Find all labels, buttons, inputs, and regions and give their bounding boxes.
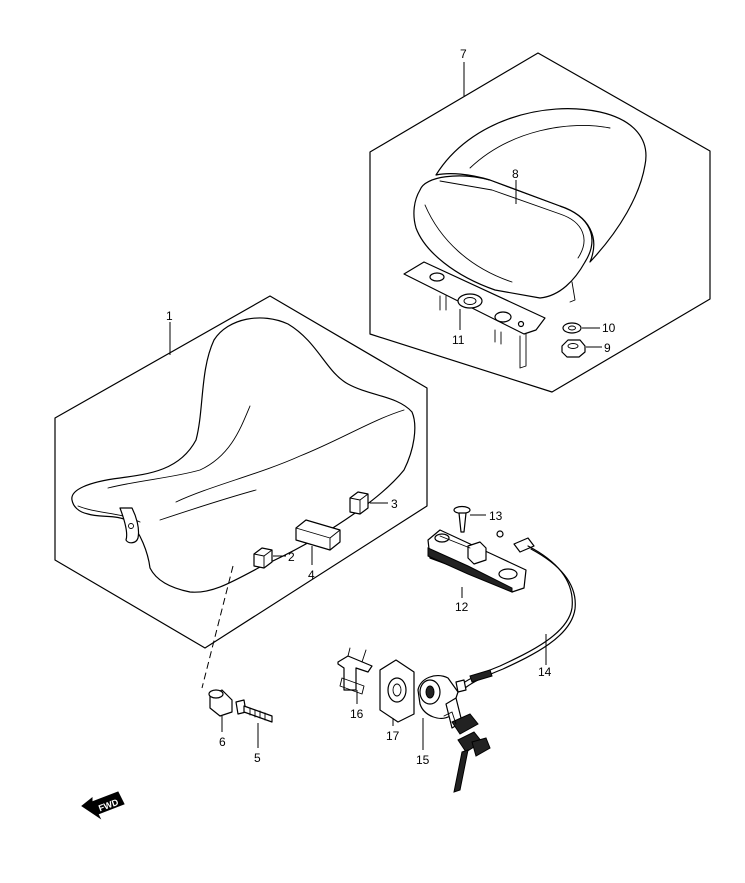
seat-pad-4 xyxy=(295,519,341,551)
front-seat-cushion xyxy=(71,317,416,593)
callout-1: 1 xyxy=(166,309,173,323)
ignition-keys xyxy=(443,711,491,793)
callout-10: 10 xyxy=(602,321,616,335)
callout-3: 3 xyxy=(391,497,398,511)
guide-line-seat-to-bolt xyxy=(201,565,234,689)
callout-15: 15 xyxy=(416,753,430,767)
rear-seat-bracket xyxy=(403,261,546,369)
cushion-2 xyxy=(253,547,273,569)
cushion-3 xyxy=(349,491,369,515)
leader-lines xyxy=(169,62,602,750)
lock-bracket-16 xyxy=(337,647,373,695)
seat-lock-12 xyxy=(427,529,527,593)
bolt-5 xyxy=(235,699,273,723)
callout-7: 7 xyxy=(460,47,467,61)
collar-6 xyxy=(208,689,233,717)
front-seat-group-outline xyxy=(54,295,428,649)
callout-9: 9 xyxy=(604,341,611,355)
callout-12: 12 xyxy=(455,600,469,614)
seat-lock-cable-14 xyxy=(455,537,576,693)
nut-9 xyxy=(561,339,586,358)
callout-8: 8 xyxy=(512,167,519,181)
callout-2: 2 xyxy=(288,550,295,564)
lock-plate-17 xyxy=(379,659,415,723)
washer-10 xyxy=(562,322,582,334)
callout-16: 16 xyxy=(350,707,364,721)
callout-6: 6 xyxy=(219,735,226,749)
callout-13: 13 xyxy=(489,509,503,523)
screw-13 xyxy=(453,505,471,533)
callout-14: 14 xyxy=(538,665,552,679)
callout-11: 11 xyxy=(452,333,465,347)
rear-seat-cushion xyxy=(413,108,647,303)
callout-4: 4 xyxy=(308,568,315,582)
forward-direction-arrow: FWD xyxy=(81,791,125,820)
callout-17: 17 xyxy=(386,729,400,743)
rear-seat-group-outline xyxy=(369,52,711,393)
callout-5: 5 xyxy=(254,751,261,765)
